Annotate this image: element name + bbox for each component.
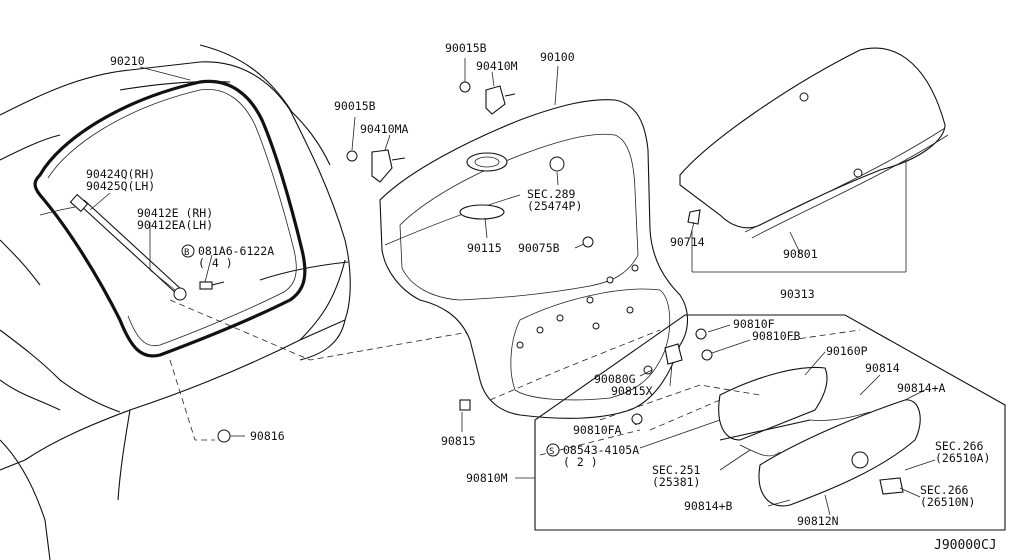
gas-stay-90424q bbox=[39, 193, 187, 301]
misc-fasteners bbox=[459, 328, 713, 425]
label-90015b-top: 90015B bbox=[445, 41, 487, 55]
label-90816: 90816 bbox=[250, 429, 285, 443]
label-90115: 90115 bbox=[467, 241, 502, 255]
label-90080g: 90080G bbox=[594, 372, 636, 386]
label-26510n: (26510N) bbox=[920, 495, 975, 509]
label-081a6-qty: ( 4 ) bbox=[198, 256, 233, 270]
label-90160p: 90160P bbox=[826, 344, 868, 358]
assembly-dashes bbox=[489, 329, 861, 456]
label-90425q: 90425Q(LH) bbox=[86, 179, 155, 193]
label-90814-plus-b: 90814+B bbox=[684, 499, 733, 513]
label-90714: 90714 bbox=[670, 235, 705, 249]
label-90412e: 90412E (RH) bbox=[137, 206, 213, 220]
hinge-90410ma bbox=[346, 149, 406, 183]
label-90801: 90801 bbox=[783, 247, 818, 261]
label-08543: 08543-4105A bbox=[563, 443, 639, 457]
bolt-081a6 bbox=[199, 281, 225, 290]
label-90100: 90100 bbox=[540, 50, 575, 64]
symbol-s-circle bbox=[546, 443, 560, 457]
label-sec266-a: SEC.266 bbox=[935, 439, 984, 453]
diagram-id: J90000CJ bbox=[934, 538, 997, 553]
back-door-90100 bbox=[379, 99, 689, 419]
back-door-finisher bbox=[718, 366, 921, 507]
dashed-leader-2 bbox=[169, 359, 215, 441]
label-90412ea: 90412EA(LH) bbox=[137, 218, 213, 232]
door-clips bbox=[516, 156, 639, 349]
label-90815x: 90815X bbox=[611, 384, 653, 398]
label-90410m: 90410M bbox=[476, 59, 518, 73]
label-sec251: SEC.251 bbox=[652, 463, 701, 477]
label-90810fb: 90810FB bbox=[752, 329, 801, 343]
symbol-s: S bbox=[549, 447, 554, 457]
label-90424q: 90424Q(RH) bbox=[86, 167, 155, 181]
label-25381: (25381) bbox=[652, 475, 700, 489]
label-90812n: 90812N bbox=[797, 514, 839, 528]
dashed-leader-1 bbox=[169, 299, 481, 361]
label-90814: 90814 bbox=[865, 361, 900, 375]
spoiler-90801 bbox=[679, 47, 949, 239]
label-90075b: 90075B bbox=[518, 241, 560, 255]
symbol-b-circle bbox=[181, 244, 195, 258]
label-081a6: 081A6-6122A bbox=[198, 244, 274, 258]
label-08543-qty: ( 2 ) bbox=[563, 455, 598, 469]
label-90810f: 90810F bbox=[733, 317, 775, 331]
label-90015b-left: 90015B bbox=[334, 99, 376, 113]
grommet-90816 bbox=[217, 429, 231, 443]
label-90814-plus-a: 90814+A bbox=[897, 381, 946, 395]
finisher-assembly-box bbox=[534, 314, 1006, 531]
label-26510a: (26510A) bbox=[935, 451, 990, 465]
label-25474p: (25474P) bbox=[527, 199, 582, 213]
label-90815: 90815 bbox=[441, 434, 476, 448]
symbol-b: B bbox=[184, 248, 189, 258]
leader-lines bbox=[89, 58, 936, 516]
label-90410ma: 90410MA bbox=[360, 122, 409, 136]
callout-labels: 90210 90424Q(RH) 90425Q(LH) 90412E (RH) … bbox=[86, 41, 997, 553]
label-90810m: 90810M bbox=[466, 471, 508, 485]
hinge-90410m bbox=[459, 81, 516, 115]
label-90210: 90210 bbox=[110, 54, 145, 68]
label-sec266-n: SEC.266 bbox=[920, 483, 969, 497]
label-sec289: SEC.289 bbox=[527, 187, 576, 201]
weatherstrip-90210 bbox=[33, 79, 307, 358]
label-90313: 90313 bbox=[780, 287, 815, 301]
label-90810fa: 90810FA bbox=[573, 423, 622, 437]
